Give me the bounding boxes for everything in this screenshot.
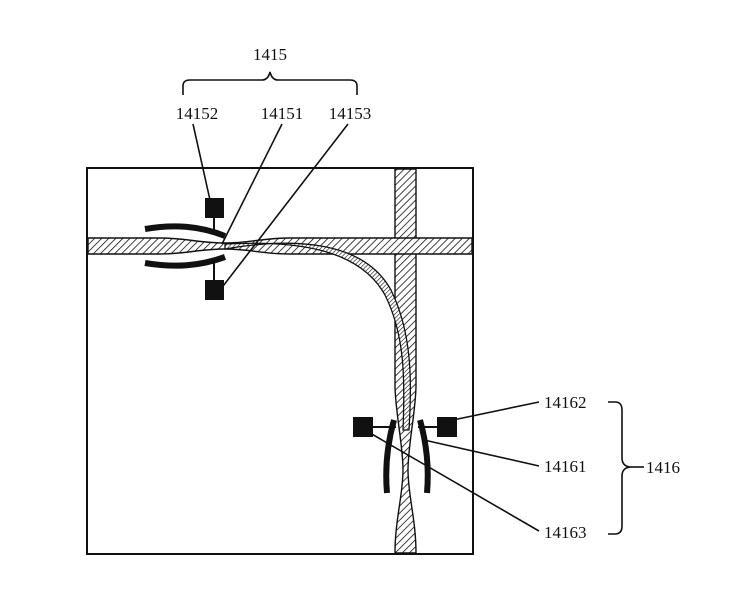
label-14153: 14153 bbox=[329, 104, 372, 123]
pad-14163 bbox=[353, 417, 373, 437]
label-14161: 14161 bbox=[544, 457, 587, 476]
pad-14153 bbox=[205, 280, 224, 300]
coupler-1415-upper-arm bbox=[144, 223, 227, 239]
coupler-1415-lower-arm bbox=[144, 254, 227, 269]
horizontal-waveguide bbox=[87, 237, 473, 255]
label-14163: 14163 bbox=[544, 523, 587, 542]
leader-14161 bbox=[423, 439, 540, 467]
coupler-1416-right-arm bbox=[417, 419, 431, 494]
label-1415: 1415 bbox=[253, 45, 287, 64]
leader-14152 bbox=[192, 123, 211, 201]
leader-14163 bbox=[369, 432, 540, 532]
coupler-1416 bbox=[353, 417, 457, 494]
bend-waveguide bbox=[224, 242, 412, 431]
leader-14162 bbox=[452, 401, 540, 421]
coupler-1415 bbox=[144, 198, 227, 300]
coupler-1416-left-arm bbox=[383, 419, 397, 494]
label-14152: 14152 bbox=[176, 104, 219, 123]
substrate-box bbox=[86, 167, 474, 555]
leader-14151 bbox=[221, 123, 283, 245]
brace-1415 bbox=[182, 71, 358, 95]
pad-14162 bbox=[437, 417, 457, 437]
leader-14153 bbox=[219, 123, 349, 291]
label-1416: 1416 bbox=[646, 458, 680, 477]
pad-14152 bbox=[205, 198, 224, 218]
label-14162: 14162 bbox=[544, 393, 587, 412]
label-14151: 14151 bbox=[261, 104, 304, 123]
brace-1416 bbox=[608, 401, 631, 535]
